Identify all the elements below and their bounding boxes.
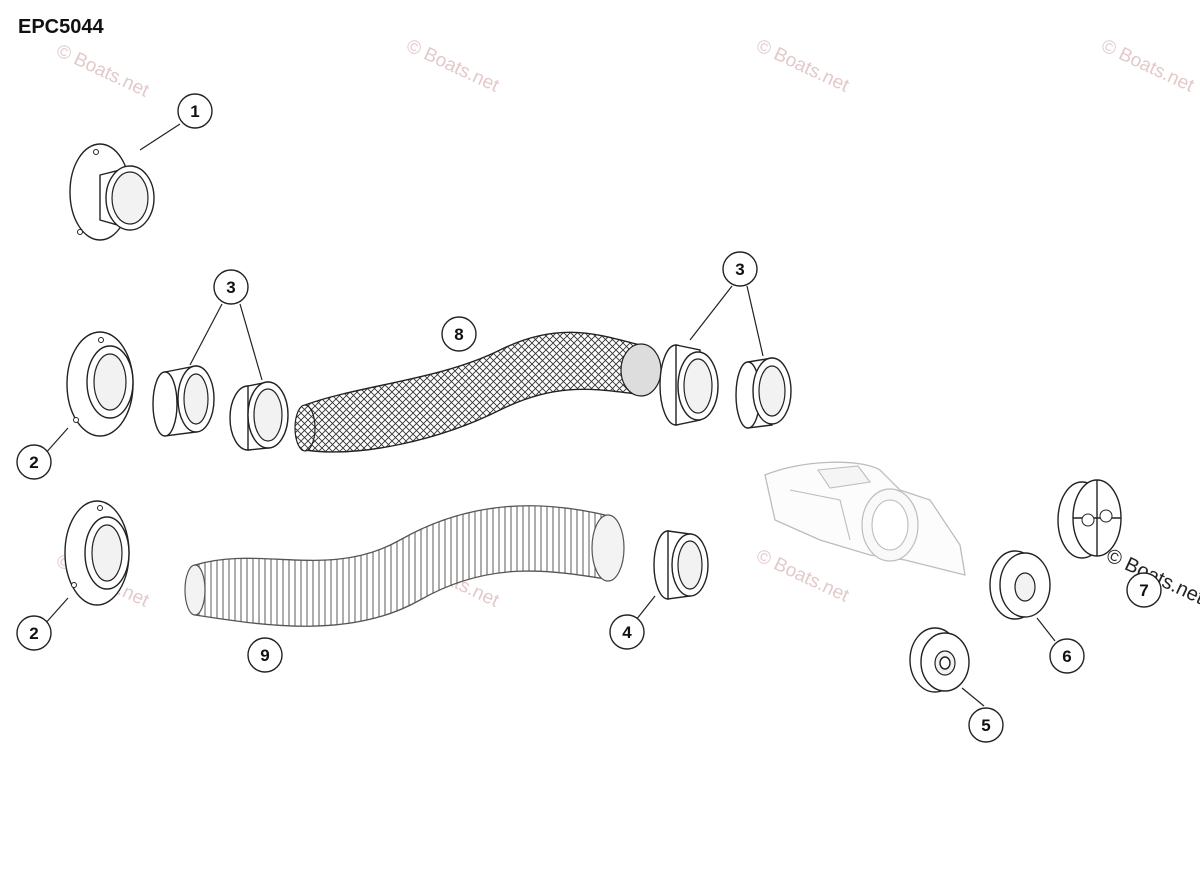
callout-6: 6 — [1049, 638, 1085, 674]
cap-part-6 — [989, 550, 1051, 620]
hose-part-8 — [294, 331, 662, 453]
callout-label: 1 — [190, 102, 199, 121]
callout-label: 3 — [226, 278, 235, 297]
callout-3: 3 — [213, 269, 249, 305]
callout-label: 5 — [981, 716, 990, 735]
callout-9: 9 — [247, 637, 283, 673]
flange-part-2-upper — [66, 331, 134, 437]
watermark: © Boats.net — [753, 35, 853, 96]
callout-1: 1 — [177, 93, 213, 129]
diagram-code: EPC5044 — [18, 16, 104, 38]
watermark: © Boats.net — [53, 40, 153, 101]
callout-4: 4 — [609, 614, 645, 650]
airbox-housing — [764, 461, 966, 576]
callout-label: 8 — [454, 325, 463, 344]
callout-label: 3 — [735, 260, 744, 279]
callout-label: 2 — [29, 624, 38, 643]
watermark: © Boats.net — [403, 35, 503, 96]
callout-label: 2 — [29, 453, 38, 472]
callout-7: 7 — [1126, 572, 1162, 608]
watermark: © Boats.net — [1098, 35, 1198, 96]
callout-label: 7 — [1139, 581, 1148, 600]
callout-label: 9 — [260, 646, 269, 665]
coupler-part-3-right-b — [735, 357, 792, 429]
coupler-part-3-left-b — [229, 381, 289, 451]
coupler-part-3-left-a — [152, 365, 215, 437]
callout-label: 6 — [1062, 647, 1071, 666]
grommet-part-7 — [1057, 479, 1122, 559]
coupler-part-4 — [653, 530, 709, 600]
callout-3: 3 — [722, 251, 758, 287]
leader-lines — [43, 123, 1056, 707]
callout-2: 2 — [16, 615, 52, 651]
coupler-part-3-right-a — [659, 344, 719, 426]
callout-5: 5 — [968, 707, 1004, 743]
hose-part-9 — [184, 505, 625, 627]
flange-part-2-lower — [64, 500, 130, 606]
callout-2: 2 — [16, 444, 52, 480]
watermark: © Boats.net — [753, 545, 853, 606]
callout-8: 8 — [441, 316, 477, 352]
watermarks: © Boats.net © Boats.net © Boats.net © Bo… — [53, 35, 1200, 611]
flange-part-1 — [69, 143, 155, 241]
cap-part-5 — [909, 627, 970, 693]
callout-label: 4 — [622, 623, 632, 642]
